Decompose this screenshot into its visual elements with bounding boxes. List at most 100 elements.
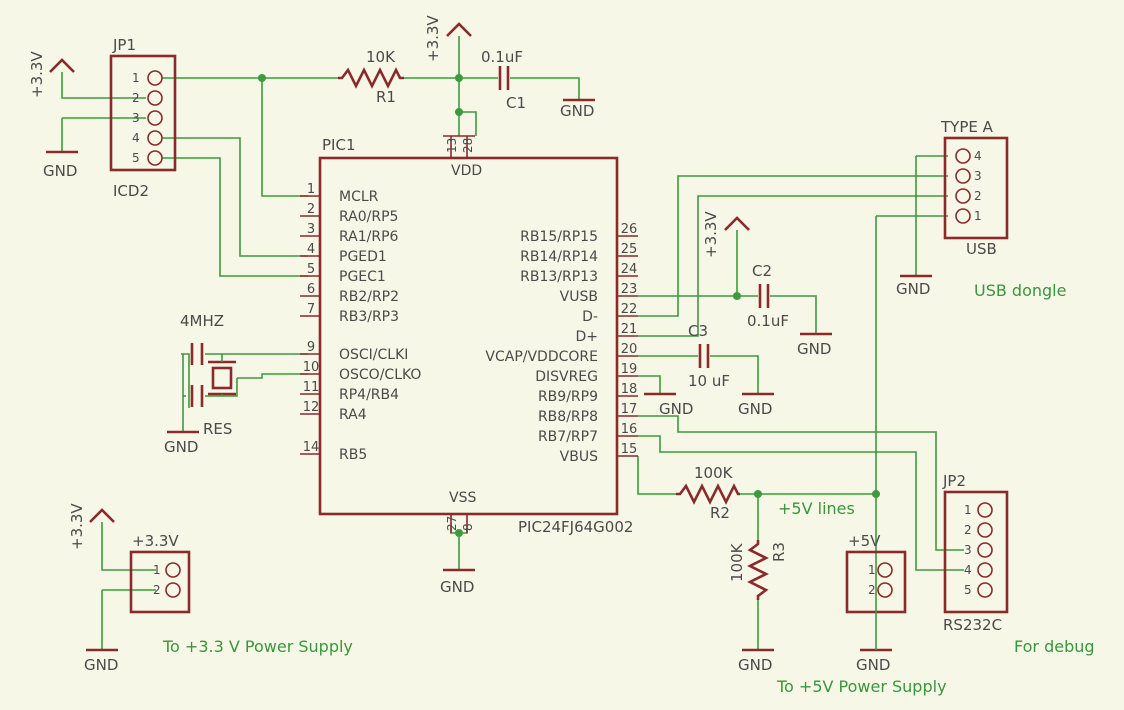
usb-connector: TYPE A USB 4 3 2 1 <box>940 118 1009 258</box>
pic1-pin-name: D- <box>582 309 598 325</box>
pic1-pin-name: RB2/RP2 <box>339 289 399 305</box>
jp1-pin-5: 5 <box>132 151 140 165</box>
pic1-pin-name: PGEC1 <box>339 269 386 285</box>
gnd-label-c3: GND <box>738 400 772 418</box>
pic1-pin-number: 24 <box>621 262 638 277</box>
usb-value: USB <box>966 240 997 258</box>
pic1-pin-name: OSCO/CLKO <box>339 367 421 383</box>
pic1-right-pins: 26RB15/RP1525RB14/RP1424RB13/RP1323VUSB2… <box>485 222 638 465</box>
jp2-pin-3: 3 <box>964 543 972 557</box>
jp1-ref: JP1 <box>112 36 136 54</box>
crystal-resonator: 4MHZ RES <box>180 312 236 438</box>
pic1-pin-number: 10 <box>303 360 320 375</box>
pic1-pin-number: 11 <box>303 380 320 395</box>
gnd-label-usb: GND <box>896 280 930 298</box>
c1-ref: C1 <box>506 94 526 112</box>
c2-capacitor: C2 0.1uF <box>747 262 789 330</box>
vss-pin-8: 8 <box>461 523 475 531</box>
usb-pin-4: 4 <box>974 149 982 163</box>
pic1-pin-name: RB5 <box>339 447 367 463</box>
pic1-pin-name: VUSB <box>560 289 598 305</box>
vcc-label-vdd: +3.3V <box>424 15 442 62</box>
pic1-pin-name: OSCI/CLKI <box>339 347 408 363</box>
r2-ref: R2 <box>710 504 730 522</box>
r3-value: 100K <box>728 542 746 582</box>
jp2-value: RS232C <box>943 616 1002 634</box>
jp1-pin-2: 2 <box>132 91 140 105</box>
c3-capacitor: C3 10 uF <box>688 322 730 390</box>
gnd-label-r3: GND <box>738 656 772 674</box>
pwr5-header: +5V 1 2 <box>845 532 907 614</box>
vcc-arrow-supply <box>89 508 115 523</box>
pic1-pin-number: 14 <box>303 440 320 455</box>
pic1-pin-number: 2 <box>307 202 315 217</box>
pic1-pin-name: VCAP/VDDCORE <box>485 349 598 365</box>
pwr5-ref: +5V <box>848 532 881 550</box>
jp2-pin-4: 4 <box>964 563 972 577</box>
pwr33-ref: +3.3V <box>132 532 179 550</box>
pic1-vss-label: VSS <box>449 490 476 506</box>
pic1-pin-number: 25 <box>621 242 638 257</box>
pwr5-pin-2: 2 <box>868 583 876 597</box>
gnd-label-vss: GND <box>440 578 474 596</box>
pic1-pin-name: RB7/RP7 <box>538 429 598 445</box>
pic1-pin-number: 17 <box>621 402 638 417</box>
pic1-pin-name: RA1/RP6 <box>339 229 399 245</box>
r1-value: 10K <box>366 48 396 66</box>
usb-ref: TYPE A <box>940 118 994 136</box>
pic1-pin-number: 23 <box>621 282 638 297</box>
pic1-pin-number: 3 <box>307 222 315 237</box>
pic1-pin-name: RA4 <box>339 407 367 423</box>
pic1-pin-name: MCLR <box>339 189 379 205</box>
vcc-label-jp1: +3.3V <box>28 51 46 98</box>
pic1-pin-name: PGED1 <box>339 249 387 265</box>
jp1-pins: 1 2 3 4 5 <box>132 70 163 166</box>
pic1-pin-number: 20 <box>621 342 638 357</box>
gnd-label-jp1: GND <box>43 162 77 180</box>
pic1-ref: PIC1 <box>322 136 356 154</box>
junctions <box>258 74 880 537</box>
pic1-pin-number: 19 <box>621 362 638 377</box>
pic1-pin-number: 21 <box>621 322 638 337</box>
jp2-pin-1: 1 <box>964 503 972 517</box>
c2-ref: C2 <box>752 262 772 280</box>
gnd-label-c1: GND <box>560 102 594 120</box>
pwr33-header: +3.3V 1 2 <box>129 532 191 614</box>
pwr5-pin-1: 1 <box>868 563 876 577</box>
xtal-ref: RES <box>203 420 232 438</box>
pic1-pin-name: RA0/RP5 <box>339 209 398 225</box>
pic1-pin-name: VBUS <box>560 449 598 465</box>
c3-ref: C3 <box>688 322 708 340</box>
jp2-ref: JP2 <box>942 472 966 490</box>
pic1-pin-name: RB14/RP14 <box>520 249 598 265</box>
pic1-part: PIC24FJ64G002 <box>518 518 633 536</box>
pic1-pin-name: DISVREG <box>535 369 598 385</box>
pic1-pin-number: 7 <box>307 302 315 317</box>
pic1-pin-number: 5 <box>307 262 315 277</box>
vdd-pin-28: 28 <box>461 138 475 153</box>
pic1-pin-name: RB3/RP3 <box>339 309 399 325</box>
debug-note: For debug <box>1014 637 1095 656</box>
usb-pin-2: 2 <box>974 189 982 203</box>
vcc-arrow-vusb <box>724 216 750 231</box>
gnd-label-supply33: GND <box>84 656 118 674</box>
c1-value: 0.1uF <box>481 48 523 66</box>
vcc-label-vusb: +3.3V <box>702 211 720 258</box>
usb-pin-1: 1 <box>974 209 982 223</box>
power-symbols: +3.3V +3.3V +3.3V +3.3V GND GND GND GND … <box>28 15 932 674</box>
lines-5v-note: +5V lines <box>778 499 855 518</box>
pwr33-pin-1: 1 <box>153 563 161 577</box>
jp1-pin-4: 4 <box>132 131 140 145</box>
vcc-label-supply: +3.3V <box>68 503 86 550</box>
pic1-pin-name: RB9/RP9 <box>538 389 598 405</box>
usb-dongle-note: USB dongle <box>974 281 1066 300</box>
pic1-pin-name: RB13/RP13 <box>520 269 598 285</box>
vss-pin-27: 27 <box>445 516 459 531</box>
usb-pin-3: 3 <box>974 169 982 183</box>
pic1-pin-number: 12 <box>303 400 320 415</box>
r2-resistor: 100K R2 <box>676 464 740 522</box>
r3-ref: R3 <box>770 542 788 562</box>
pic1-pin-number: 18 <box>621 382 638 397</box>
